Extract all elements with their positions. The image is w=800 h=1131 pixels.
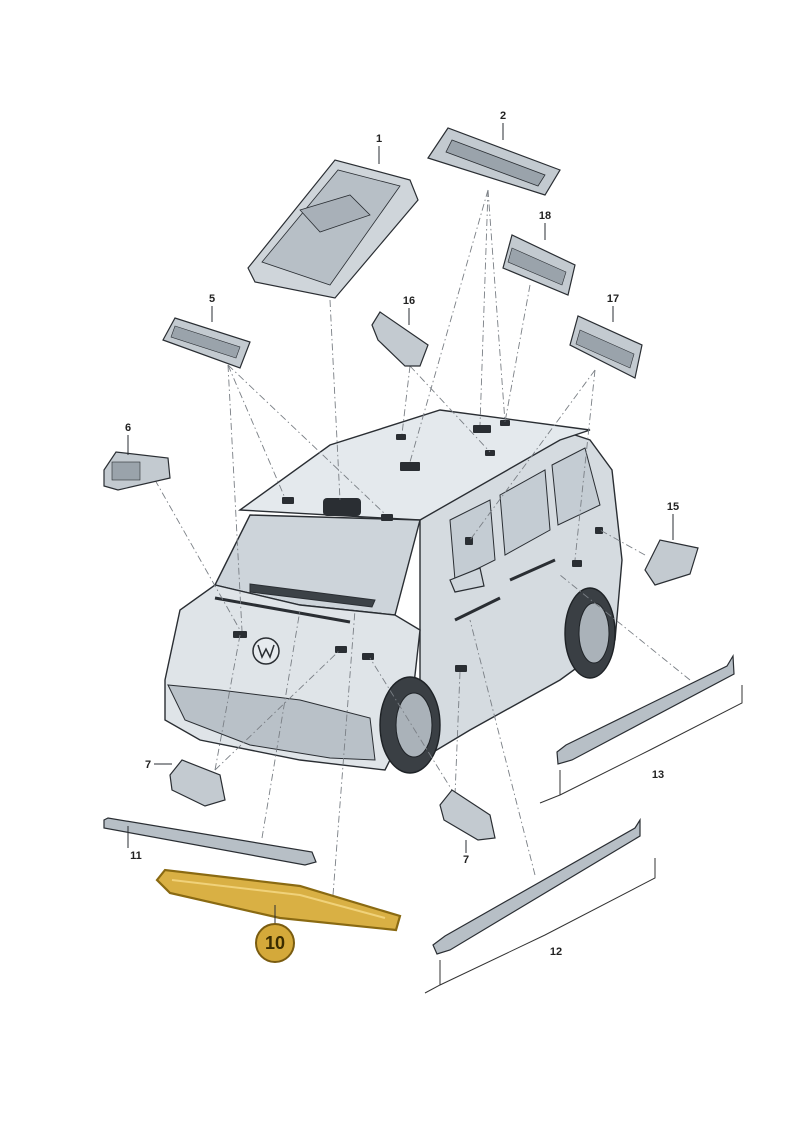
callout-6: 6	[125, 422, 131, 434]
part-12-light-strip	[432, 817, 641, 955]
part-17-lamp	[569, 315, 643, 379]
callout-2: 2	[500, 110, 506, 122]
part-1-overhead-console	[247, 159, 419, 299]
part-13-light-strip	[556, 654, 735, 765]
part-5-lamp	[162, 317, 251, 369]
callout-7-right: 7	[463, 854, 469, 866]
part-10-front-light-strip-highlighted	[155, 868, 402, 932]
part-15-lamp	[644, 539, 699, 586]
vehicle-illustration	[164, 409, 623, 774]
callout-5: 5	[209, 293, 215, 305]
callout-13: 13	[652, 769, 664, 781]
callout-12: 12	[550, 946, 562, 958]
part-7-lamp-right	[439, 789, 496, 841]
part-7-lamp-left	[169, 759, 226, 807]
callout-10-badge	[255, 923, 295, 963]
callout-15: 15	[667, 501, 679, 513]
callout-16: 16	[403, 295, 415, 307]
part-2-roof-light	[427, 127, 561, 196]
callout-18: 18	[539, 210, 551, 222]
callout-17: 17	[607, 293, 619, 305]
bracket-13	[539, 685, 743, 804]
callouts: 1 2 18 5 16 17 6 15 7 7 11 13 12 10	[125, 110, 679, 963]
part-18-lamp	[502, 234, 576, 296]
part-6-lamp	[103, 451, 171, 491]
bracket-12	[424, 858, 656, 994]
part-11-light-strip	[103, 817, 317, 866]
part-16-lamp	[371, 311, 429, 367]
callout-7-left: 7	[145, 759, 151, 771]
callout-1: 1	[376, 133, 382, 145]
leader-lines	[154, 189, 691, 896]
callout-11: 11	[130, 850, 142, 862]
callout-10: 10	[265, 933, 285, 953]
